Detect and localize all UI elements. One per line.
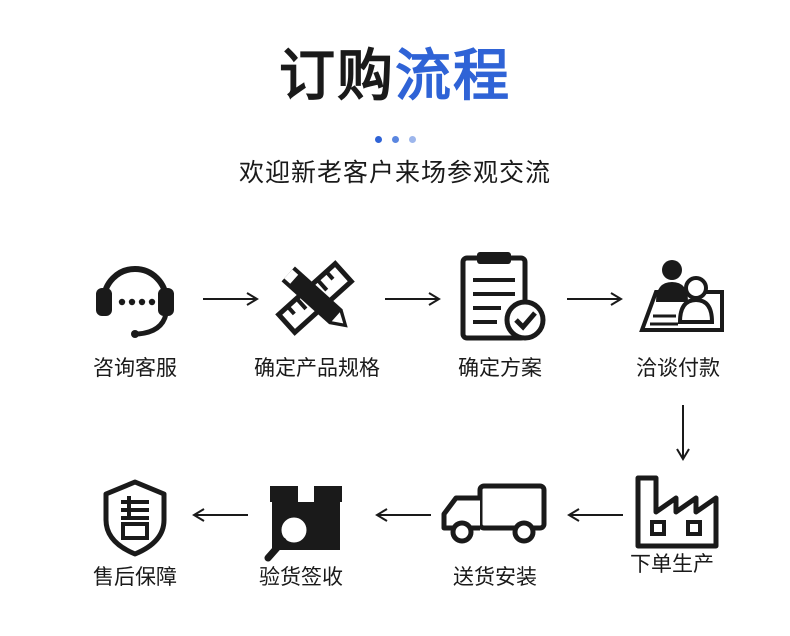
truck-icon: [441, 483, 547, 544]
page-title: 订购流程: [0, 42, 790, 112]
arrow-right-2: [385, 292, 441, 306]
dot-1: [374, 136, 382, 143]
shield-icon: [103, 479, 167, 557]
subtitle: 欢迎新老客户来场参观交流: [238, 158, 551, 187]
step-label-3: 确定方案: [458, 356, 542, 380]
clipboard-check-icon: [460, 252, 546, 341]
step-label-6: 送货安装: [453, 565, 537, 589]
title-part1: 订购: [279, 44, 395, 109]
title-dots: [0, 128, 790, 147]
step-label-2: 确定产品规格: [254, 356, 380, 380]
factory-icon: [635, 475, 719, 549]
arrow-left-3: [192, 508, 248, 522]
box-search-icon: [264, 486, 342, 562]
title-part2: 流程: [395, 44, 511, 109]
dot-3: [408, 136, 416, 143]
step-label-4: 洽谈付款: [636, 356, 720, 380]
step-label-7: 验货签收: [259, 565, 343, 589]
meeting-icon: [639, 260, 724, 332]
arrow-right-3: [567, 292, 623, 306]
step-label-1: 咨询客服: [93, 356, 177, 380]
step-label-5: 下单生产: [630, 552, 714, 576]
arrow-left-1: [567, 508, 623, 522]
pencil-ruler-icon: [275, 260, 355, 336]
arrow-down: [676, 405, 690, 461]
arrow-right-1: [203, 292, 259, 306]
dot-2: [391, 136, 399, 143]
arrow-left-2: [375, 508, 431, 522]
headset-icon: [96, 266, 174, 338]
step-label-8: 售后保障: [93, 565, 177, 589]
